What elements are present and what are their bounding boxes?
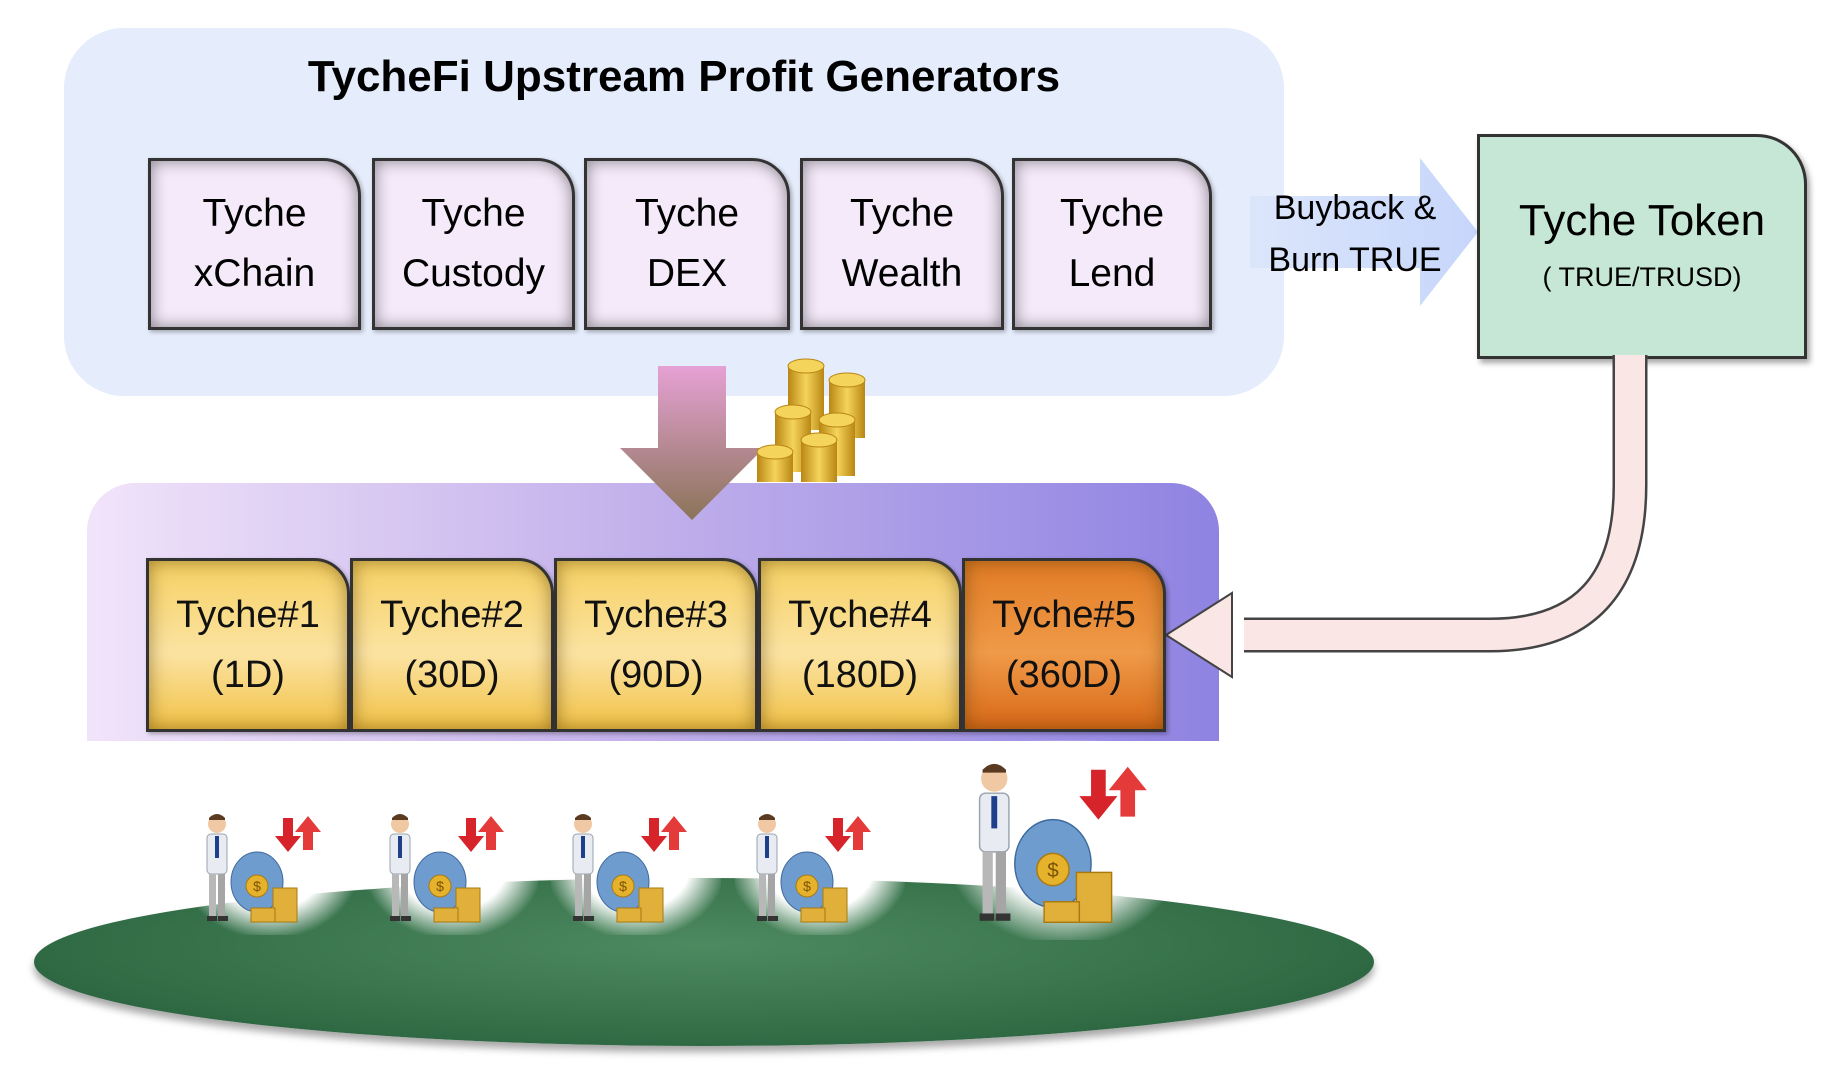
tier-name: Tyche#3 (584, 594, 728, 636)
generator-lend: Tyche Lend (1012, 158, 1212, 330)
tier-name: Tyche#2 (380, 594, 524, 636)
generator-line1: Tyche (1059, 192, 1165, 235)
generator-xchain: Tyche xChain (148, 158, 361, 330)
investor-icon: $ (756, 814, 871, 923)
tier-term: (30D) (404, 654, 500, 696)
upstream-title: TycheFi Upstream Profit Generators (307, 52, 1061, 101)
svg-text:$: $ (253, 878, 261, 894)
generator-line2: DEX (646, 252, 728, 295)
buyback-line1: Buyback & (1273, 189, 1437, 227)
svg-text:$: $ (803, 878, 811, 894)
token-name: Tyche Token (1518, 196, 1766, 245)
generator-custody: Tyche Custody (372, 158, 575, 330)
gold-coins-icon (756, 358, 866, 482)
token-box (1477, 134, 1807, 359)
svg-text:$: $ (1047, 859, 1059, 882)
token-pair: ( TRUE/TRUSD) (1542, 262, 1742, 292)
tier-name: Tyche#4 (788, 594, 932, 636)
tier-term: (90D) (608, 654, 704, 696)
generator-line1: Tyche (849, 192, 955, 235)
tier-name: Tyche#5 (992, 594, 1136, 636)
generator-line2: Lend (1068, 252, 1156, 295)
investor-icon: $ (206, 814, 321, 923)
investor-icon: $ (389, 814, 504, 923)
tier-1: Tyche#1 (1D) (146, 558, 350, 732)
tier-term: (360D) (1005, 654, 1123, 696)
tier-term: (1D) (211, 654, 285, 696)
tier-4: Tyche#4 (180D) (758, 558, 962, 732)
buyback-arrow (1250, 158, 1478, 306)
tier-term: (180D) (801, 654, 919, 696)
buyback-label: Buyback & Burn TRUE (1250, 182, 1460, 286)
generator-dex: Tyche DEX (584, 158, 790, 330)
generator-line1: Tyche (634, 192, 740, 235)
investor-icon-large: $ (978, 763, 1147, 923)
tier-3: Tyche#3 (90D) (554, 558, 758, 732)
return-arrow (1164, 355, 1648, 679)
generator-wealth: Tyche Wealth (800, 158, 1004, 330)
tier-2: Tyche#2 (30D) (350, 558, 554, 732)
svg-text:$: $ (436, 878, 444, 894)
generator-line2: xChain (193, 252, 316, 295)
buyback-line2: Burn TRUE (1268, 241, 1442, 279)
generator-line1: Tyche (421, 192, 526, 235)
generator-line2: Custody (401, 252, 546, 295)
investor-icon: $ (572, 814, 687, 923)
tier-5: Tyche#5 (360D) (962, 558, 1166, 732)
svg-text:$: $ (619, 878, 627, 894)
generator-line2: Wealth (841, 252, 963, 295)
generator-line1: Tyche (202, 192, 307, 235)
down-arrow (620, 366, 764, 520)
tier-name: Tyche#1 (176, 594, 320, 636)
